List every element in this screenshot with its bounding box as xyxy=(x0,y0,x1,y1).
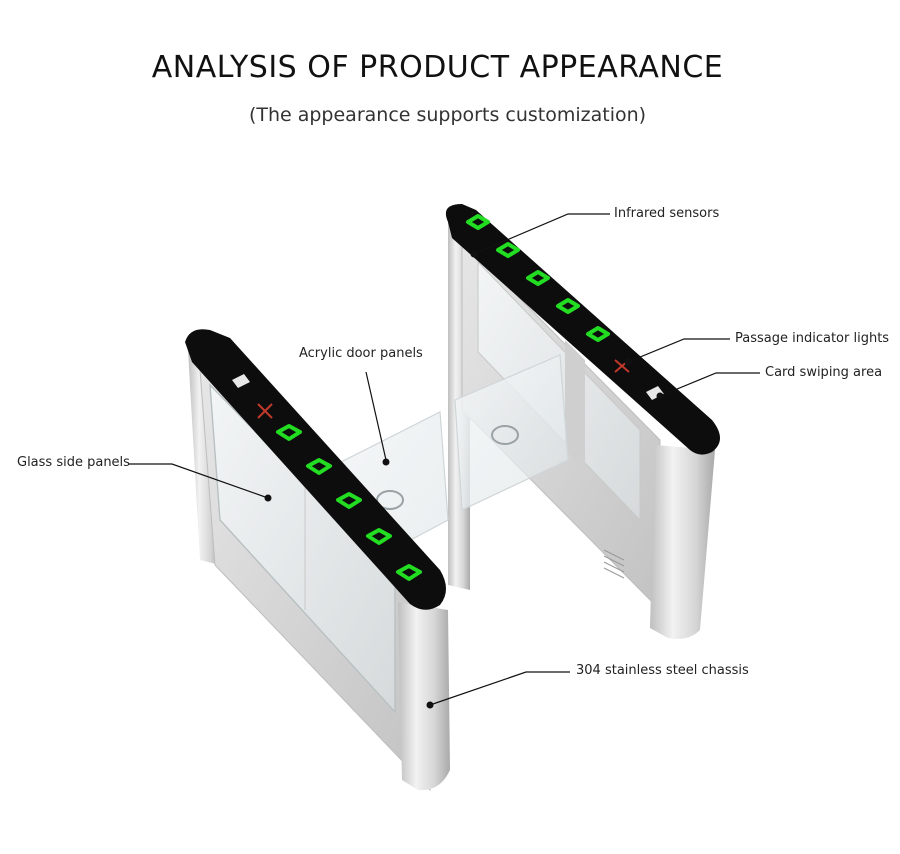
page-subtitle: (The appearance supports customization) xyxy=(248,104,647,126)
right-unit-front-post xyxy=(650,445,715,639)
callout-glass xyxy=(128,463,269,499)
arrow-icon xyxy=(276,424,302,441)
arrow-icon xyxy=(336,492,362,509)
left-turnstile-unit xyxy=(185,329,450,792)
arrow-icon xyxy=(556,298,580,314)
arrow-icon xyxy=(366,528,392,545)
callout-card xyxy=(659,372,760,397)
callout-chassis xyxy=(429,671,570,706)
right-card-reader-icon xyxy=(646,386,664,400)
right-passage-arrows xyxy=(466,214,610,342)
label-glass-side-panels: Glass side panels xyxy=(17,455,130,470)
callout-dot xyxy=(624,358,632,366)
label-card-swiping-area: Card swiping area xyxy=(765,365,883,380)
door-hub-icon xyxy=(491,425,519,445)
arrow-icon xyxy=(526,270,550,286)
acrylic-doors xyxy=(334,354,569,576)
arrow-icon xyxy=(306,458,332,475)
arrow-icon xyxy=(396,564,422,581)
left-stop-cross-icon xyxy=(257,403,273,419)
arrow-icon xyxy=(496,242,520,258)
left-unit-front-post xyxy=(398,602,450,791)
callout-dot xyxy=(470,250,478,258)
callout-dot xyxy=(656,392,664,400)
left-card-reader-icon xyxy=(232,374,250,388)
callout-lines xyxy=(128,213,760,706)
callout-dots xyxy=(264,250,664,709)
vent-grille xyxy=(603,549,625,579)
left-passage-arrows xyxy=(276,424,422,581)
label-infrared-sensors: Infrared sensors xyxy=(614,206,720,221)
arrow-icon xyxy=(586,326,610,342)
label-passage-indicator-lights: Passage indicator lights xyxy=(735,331,890,346)
callout-infrared xyxy=(473,213,610,255)
right-unit-door-axis xyxy=(565,340,585,470)
label-stainless-steel-chassis: 304 stainless steel chassis xyxy=(576,663,749,678)
door-hub-icon xyxy=(376,490,404,510)
callout-acrylic xyxy=(365,371,387,461)
page-title: ANALYSIS OF PRODUCT APPEARANCE xyxy=(151,50,724,85)
right-acrylic-door xyxy=(454,354,569,511)
callout-passage xyxy=(627,338,730,363)
arrow-icon xyxy=(466,214,490,230)
callout-dot xyxy=(426,701,434,709)
label-acrylic-door-panels: Acrylic door panels xyxy=(299,346,423,361)
callout-dot xyxy=(382,458,390,466)
callout-dot xyxy=(264,494,272,502)
